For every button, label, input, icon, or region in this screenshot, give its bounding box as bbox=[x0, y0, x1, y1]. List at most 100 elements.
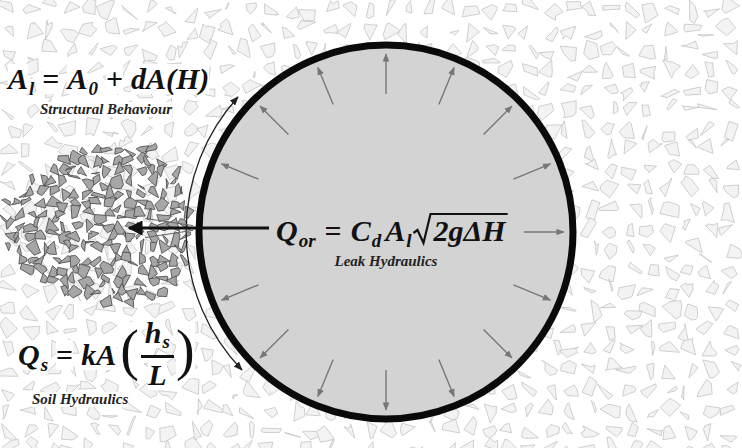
soil-grain bbox=[67, 43, 77, 57]
soil-grain bbox=[685, 64, 700, 78]
soil-grain bbox=[665, 142, 680, 156]
washed-grain bbox=[68, 172, 81, 178]
soil-grain bbox=[720, 436, 737, 442]
soil-grain bbox=[561, 101, 576, 118]
soil-grain bbox=[2, 390, 15, 402]
washed-grain bbox=[6, 216, 15, 229]
soil-grain bbox=[582, 120, 595, 138]
soil-grain bbox=[79, 22, 97, 36]
soil-grain bbox=[665, 22, 678, 36]
washed-grain bbox=[28, 211, 36, 217]
soil-grain bbox=[100, 45, 117, 55]
soil-grain bbox=[606, 426, 622, 436]
washed-grain bbox=[121, 155, 133, 165]
subscript: 0 bbox=[88, 79, 98, 98]
soil-grain bbox=[165, 402, 181, 416]
soil-grain bbox=[2, 405, 8, 419]
soil-grain bbox=[616, 366, 637, 373]
soil-grain bbox=[703, 424, 710, 441]
soil-grain bbox=[580, 106, 595, 119]
washed-grain bbox=[90, 242, 104, 253]
soil-grain bbox=[640, 320, 652, 337]
soil-grain bbox=[459, 440, 474, 448]
soil-grain bbox=[546, 27, 559, 42]
soil-grain bbox=[88, 62, 104, 73]
soil-grain bbox=[639, 225, 653, 237]
soil-grain bbox=[46, 306, 63, 321]
washed-grain bbox=[44, 176, 56, 186]
soil-grain bbox=[164, 441, 174, 448]
washed-grain bbox=[166, 276, 177, 286]
soil-grain bbox=[28, 57, 33, 60]
soil-grain bbox=[467, 41, 479, 58]
pressure-arrow bbox=[260, 106, 288, 134]
soil-grain bbox=[485, 438, 498, 448]
soil-grain bbox=[584, 146, 593, 161]
soil-grain bbox=[500, 439, 519, 448]
pressure-arrow bbox=[513, 285, 550, 300]
soil-grain bbox=[0, 302, 15, 313]
soil-grain bbox=[264, 4, 278, 15]
soil-grain bbox=[522, 64, 538, 76]
soil-grain bbox=[529, 45, 539, 59]
soil-grain bbox=[683, 87, 701, 95]
soil-grain bbox=[164, 165, 181, 180]
soil-grain bbox=[705, 80, 718, 94]
soil-grain bbox=[727, 160, 740, 170]
soil-grain bbox=[641, 384, 657, 398]
pressure-arrow bbox=[260, 330, 288, 358]
washed-grain bbox=[83, 207, 95, 215]
soil-grain bbox=[539, 82, 550, 96]
soil-grain bbox=[647, 429, 663, 436]
soil-grain bbox=[659, 322, 676, 332]
soil-grain bbox=[82, 0, 96, 15]
subscript: or bbox=[299, 231, 316, 250]
soil-grain bbox=[623, 103, 637, 116]
soil-grain bbox=[547, 425, 560, 438]
soil-grain bbox=[182, 161, 194, 174]
washed-grain bbox=[69, 189, 79, 199]
soil-grain bbox=[584, 287, 596, 293]
soil-grain bbox=[518, 26, 528, 39]
washed-grain bbox=[26, 239, 41, 255]
soil-grain bbox=[600, 404, 620, 417]
soil-grain bbox=[613, 102, 618, 115]
soil-grain bbox=[102, 322, 117, 334]
soil-grain bbox=[518, 371, 531, 378]
soil-grain bbox=[223, 422, 237, 437]
soil-grain bbox=[597, 384, 612, 399]
washed-grain bbox=[15, 208, 24, 221]
soil-grain bbox=[643, 180, 652, 194]
soil-grain bbox=[602, 227, 616, 238]
caption: Soil Hydraulics bbox=[32, 392, 128, 407]
washed-grain bbox=[58, 156, 71, 165]
washed-grain bbox=[48, 266, 57, 277]
washed-grain bbox=[124, 298, 134, 307]
soil-grain bbox=[121, 119, 136, 138]
soil-grain bbox=[591, 400, 596, 412]
soil-grain bbox=[583, 65, 597, 72]
soil-grain bbox=[465, 404, 479, 409]
soil-grain bbox=[1, 264, 15, 277]
soil-grain bbox=[628, 441, 643, 448]
soil-grain bbox=[607, 437, 616, 448]
soil-grain bbox=[258, 442, 273, 448]
soil-grain bbox=[18, 161, 33, 172]
soil-grain bbox=[564, 385, 579, 397]
soil-grain bbox=[89, 43, 98, 55]
soil-grain bbox=[202, 381, 216, 394]
soil-grain bbox=[731, 361, 741, 371]
formula-symbol: A bbox=[67, 64, 87, 94]
soil-grain bbox=[662, 301, 682, 320]
pressure-arrow bbox=[222, 164, 259, 179]
washed-grain bbox=[5, 232, 19, 243]
soil-grain bbox=[367, 422, 377, 438]
soil-grain bbox=[560, 84, 576, 93]
soil-grain bbox=[567, 71, 582, 81]
soil-grain bbox=[26, 436, 38, 448]
soil-grain bbox=[47, 321, 59, 335]
soil-grain bbox=[627, 240, 634, 253]
soil-grain bbox=[165, 7, 176, 14]
soil-grain bbox=[185, 437, 202, 448]
formula-symbol: C bbox=[351, 216, 371, 246]
